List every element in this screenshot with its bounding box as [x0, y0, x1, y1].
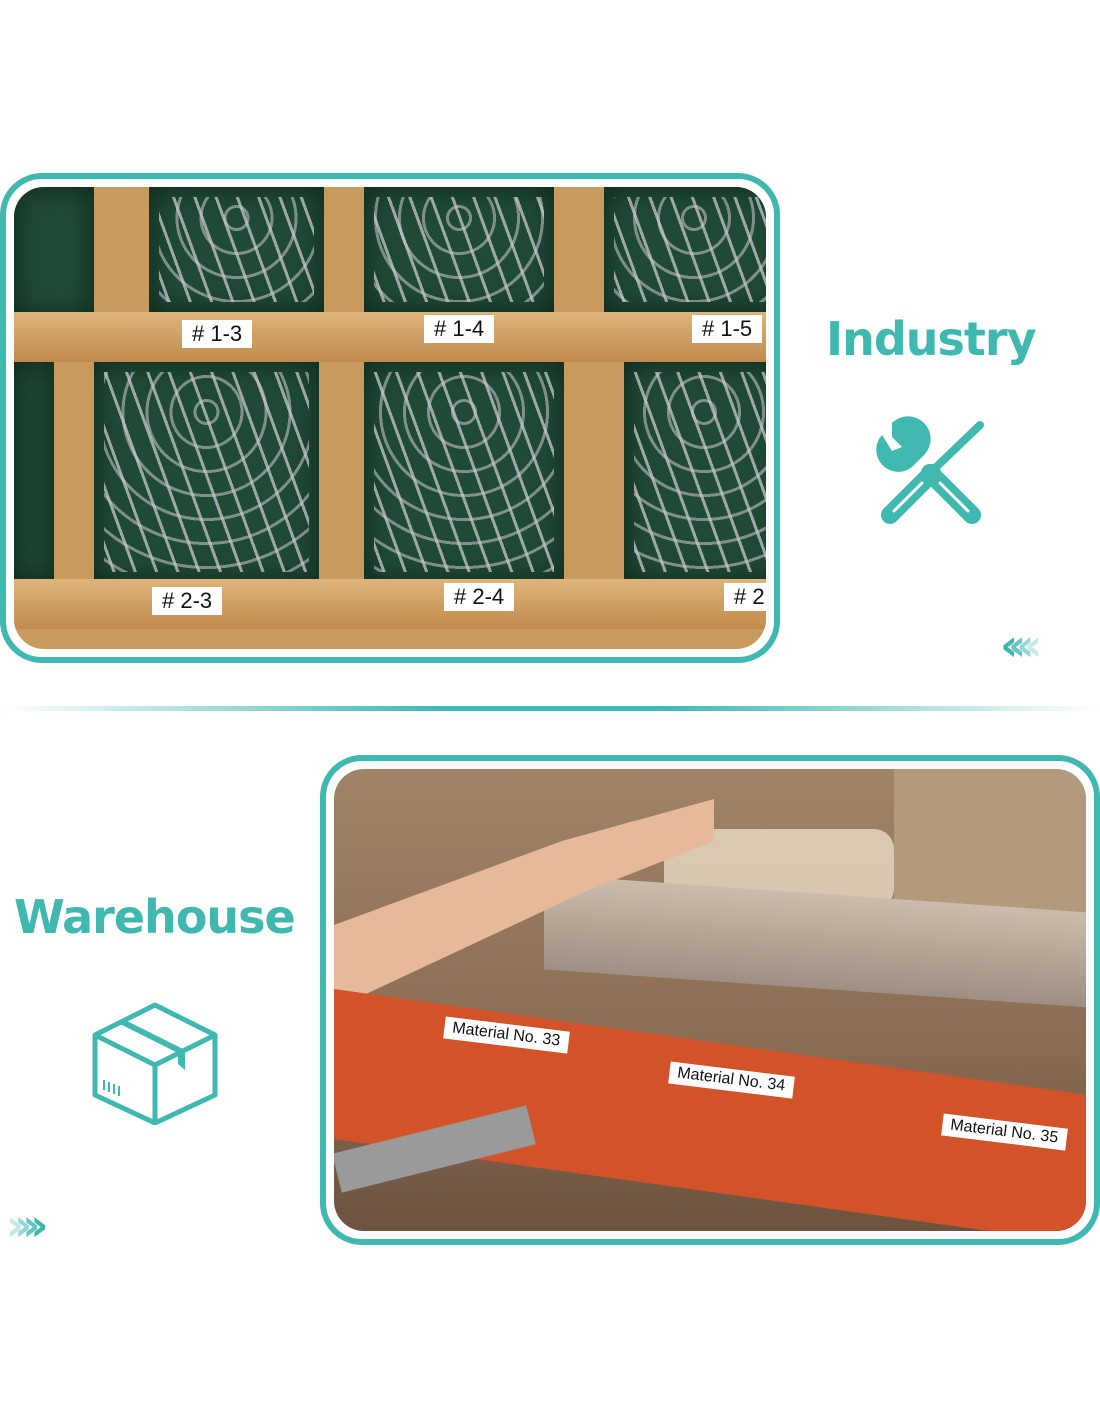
- bin-label: # 2-4: [444, 583, 515, 611]
- bin-label: # 2-3: [152, 587, 223, 615]
- section-divider: [0, 706, 1100, 711]
- bin-label: # 1-4: [424, 315, 495, 343]
- box-icon: [92, 1002, 218, 1125]
- wrench-screwdriver-icon: [876, 416, 984, 524]
- bin-label: # 1-5: [692, 315, 763, 343]
- chevrons-right-icon: ››››: [6, 1200, 49, 1251]
- warehouse-photo-frame: Material No. 33 Material No. 34 Material…: [320, 755, 1100, 1245]
- industry-photo-frame: # 1-3 # 1-4 # 1-5 # 2-3 # 2-4 # 2: [0, 173, 780, 663]
- industry-title: Industry: [826, 312, 1037, 366]
- bin-label: # 1-3: [182, 320, 253, 348]
- industry-photo: # 1-3 # 1-4 # 1-5 # 2-3 # 2-4 # 2: [14, 187, 766, 649]
- warehouse-photo: Material No. 33 Material No. 34 Material…: [334, 769, 1086, 1231]
- chevrons-left-icon: ‹‹‹‹: [1000, 620, 1043, 671]
- warehouse-title: Warehouse: [14, 890, 296, 944]
- bin-label: # 2: [724, 583, 766, 611]
